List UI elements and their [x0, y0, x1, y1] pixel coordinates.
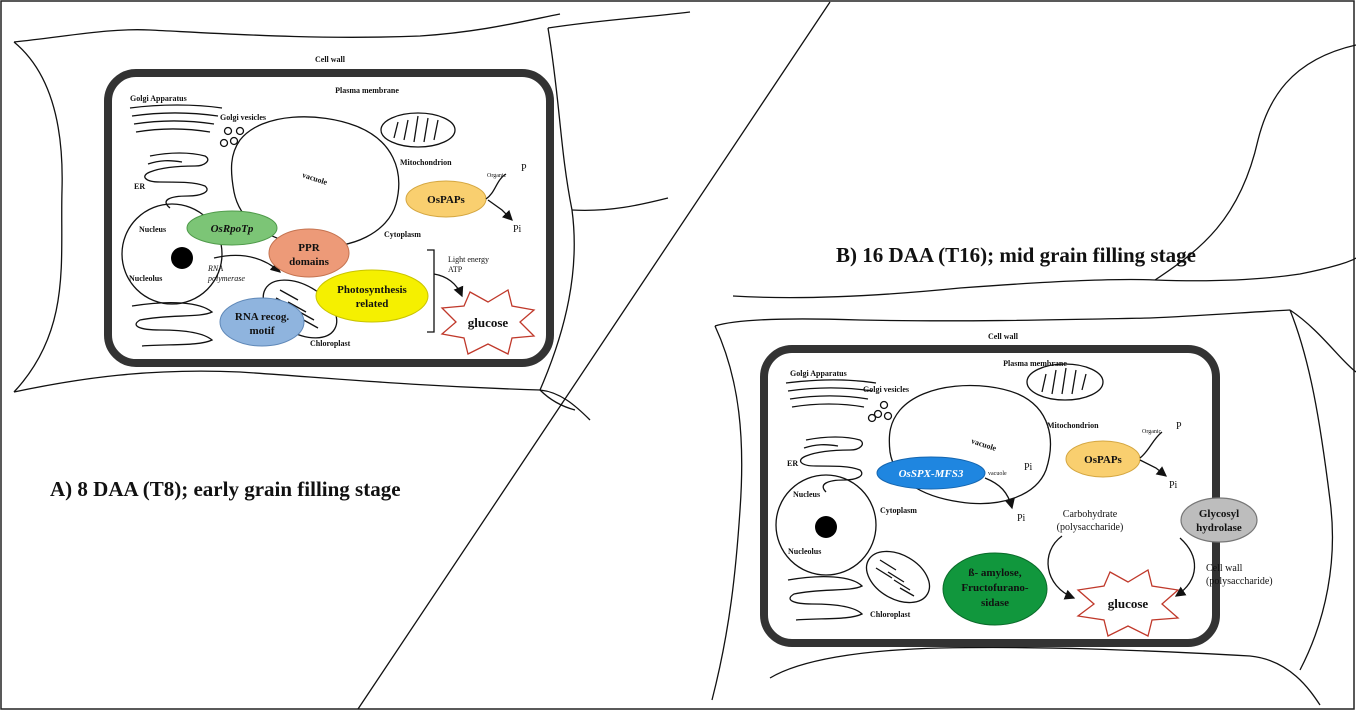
ospaps-label-b: OsPAPs — [1084, 454, 1122, 466]
cytoplasm-label-a: Cytoplasm — [384, 230, 421, 239]
panel-a-title: A) 8 DAA (T8); early grain filling stage — [50, 477, 401, 501]
cytoplasm-label-b: Cytoplasm — [880, 506, 917, 515]
amylase-label-3-b: sidase — [981, 597, 1009, 609]
mitochondrion-b — [1026, 363, 1104, 401]
nucleus-a — [121, 203, 223, 305]
osrpotp-label-a: OsRpoTp — [211, 223, 254, 235]
carbohydrate-arrow-b — [1047, 535, 1076, 600]
rna-recog-ellipse-a — [219, 297, 305, 347]
chloroplast-label-a: Chloroplast — [310, 339, 351, 348]
amylase-label-2-b: Fructofurano- — [961, 582, 1029, 594]
rna-polymerase-arrow-a — [213, 254, 281, 273]
plasma-membrane-label-b: Plasma membrane — [1003, 359, 1067, 368]
cell-wall-outlines-a — [13, 11, 691, 421]
glucose-star-a — [440, 288, 536, 355]
cell-wall-arrow-b — [1174, 537, 1196, 597]
p-label-a: P — [521, 163, 527, 174]
carbohydrate-label-1-b: Carbohydrate — [1063, 509, 1118, 520]
glycosyl-label-1-b: Glycosyl — [1199, 508, 1239, 520]
atp-label-a: ATP — [448, 265, 463, 274]
vacuole-pi-prefix-b: vacuole — [988, 471, 1007, 477]
carbohydrate-label-2-b: (polysaccharide) — [1057, 522, 1124, 533]
panel-b-title: B) 16 DAA (T16); mid grain filling stage — [836, 243, 1196, 267]
golgi-vesicles-label-b: Golgi vesicles — [863, 385, 909, 394]
cytoplasm-pi-label-b: Pi — [1017, 513, 1026, 524]
ppr-label-1-a: PPR — [298, 242, 320, 254]
photosynthesis-ellipse-a — [315, 269, 429, 323]
glycosyl-ellipse-b — [1180, 497, 1258, 543]
osspx-arrow-b — [984, 477, 1015, 510]
ospaps-arrow-b — [1139, 459, 1168, 477]
golgi-vesicles-b — [867, 400, 893, 423]
amylase-ellipse-b — [942, 552, 1048, 626]
rna-polymerase-label-1-a: RNA — [207, 264, 223, 273]
organic-label-b: Organic — [1142, 429, 1162, 435]
energy-arrow-a — [433, 273, 464, 298]
golgi-apparatus-a — [129, 104, 223, 133]
nucleolus-label-b: Nucleolus — [788, 547, 821, 556]
nucleolus-b — [815, 516, 837, 538]
osspx-label-b: OsSPX-MFS3 — [899, 468, 964, 480]
glucose-label-a: glucose — [468, 315, 509, 330]
photosynthesis-label-2-a: related — [356, 298, 389, 310]
panel-b: B) 16 DAA (T16); mid grain filling stage… — [711, 44, 1356, 706]
rna-polymerase-label-2-a: polymerase — [207, 274, 245, 283]
ospaps-label-a: OsPAPs — [427, 194, 465, 206]
golgi-apparatus-label-b: Golgi Apparatus — [790, 369, 847, 378]
osrpotp-ellipse-a — [186, 210, 278, 246]
light-energy-label-a: Light energy — [448, 255, 489, 264]
pi-label-a: Pi — [513, 224, 522, 235]
osspx-ellipse-b — [876, 456, 986, 490]
ospaps-ellipse-b — [1065, 440, 1141, 478]
plasma-membrane-a — [104, 69, 554, 367]
vacuole-b — [888, 384, 1052, 505]
er-label-b: ER — [787, 459, 798, 468]
rna-recog-label-2-a: motif — [249, 325, 274, 337]
nucleus-label-a: Nucleus — [139, 225, 166, 234]
cell-wall-poly-label-2-b: (polysaccharide) — [1206, 576, 1273, 587]
golgi-vesicles-a — [219, 126, 245, 148]
photosynthesis-label-1-a: Photosynthesis — [337, 284, 407, 296]
vacuole-a — [230, 116, 400, 248]
panel-divider — [357, 1, 831, 710]
cell-wall-poly-label-1-b: Cell wall — [1206, 563, 1243, 574]
plasma-membrane-label-a: Plasma membrane — [335, 86, 399, 95]
ppr-label-2-a: domains — [289, 256, 329, 268]
panel-a: Cell wall Plasma membrane Golgi Apparatu… — [13, 11, 691, 501]
rna-recog-label-1-a: RNA recog. — [235, 311, 289, 323]
er-lower-a — [131, 301, 214, 347]
ppr-ellipse-a — [268, 228, 350, 278]
mitochondrion-label-b: Mitochondrion — [1047, 421, 1099, 430]
chloroplast-b — [865, 550, 931, 604]
glucose-star-b — [1076, 568, 1180, 637]
mitochondrion-a — [380, 112, 456, 148]
nucleus-label-b: Nucleus — [793, 490, 820, 499]
golgi-vesicles-label-a: Golgi vesicles — [220, 113, 266, 122]
er-label-a: ER — [134, 182, 145, 191]
plasma-membrane-b — [760, 345, 1220, 647]
cell-wall-label-a: Cell wall — [315, 55, 346, 64]
mitochondrion-label-a: Mitochondrion — [400, 158, 452, 167]
energy-bracket-a — [427, 249, 435, 333]
golgi-apparatus-label-a: Golgi Apparatus — [130, 94, 187, 103]
ospaps-arrow-a — [485, 173, 507, 200]
cell-wall-outlines-b — [711, 44, 1356, 706]
amylase-label-1-b: ß- amylose, — [968, 567, 1021, 579]
er-a — [144, 152, 209, 209]
organic-label-a: Organic — [487, 173, 507, 179]
er-lower-b — [787, 576, 864, 621]
vacuole-pi-label-b: Pi — [1024, 462, 1033, 473]
nucleus-b — [775, 474, 877, 576]
p-label-b: P — [1176, 421, 1182, 432]
chloroplast-label-b: Chloroplast — [870, 610, 911, 619]
cell-wall-label-b: Cell wall — [988, 332, 1019, 341]
glycosyl-label-2-b: hydrolase — [1196, 522, 1242, 534]
pi-label-b: Pi — [1169, 480, 1178, 491]
nucleolus-label-a: Nucleolus — [129, 274, 162, 283]
nucleolus-a — [171, 247, 193, 269]
glucose-label-b: glucose — [1108, 596, 1149, 611]
golgi-apparatus-b — [785, 379, 877, 408]
